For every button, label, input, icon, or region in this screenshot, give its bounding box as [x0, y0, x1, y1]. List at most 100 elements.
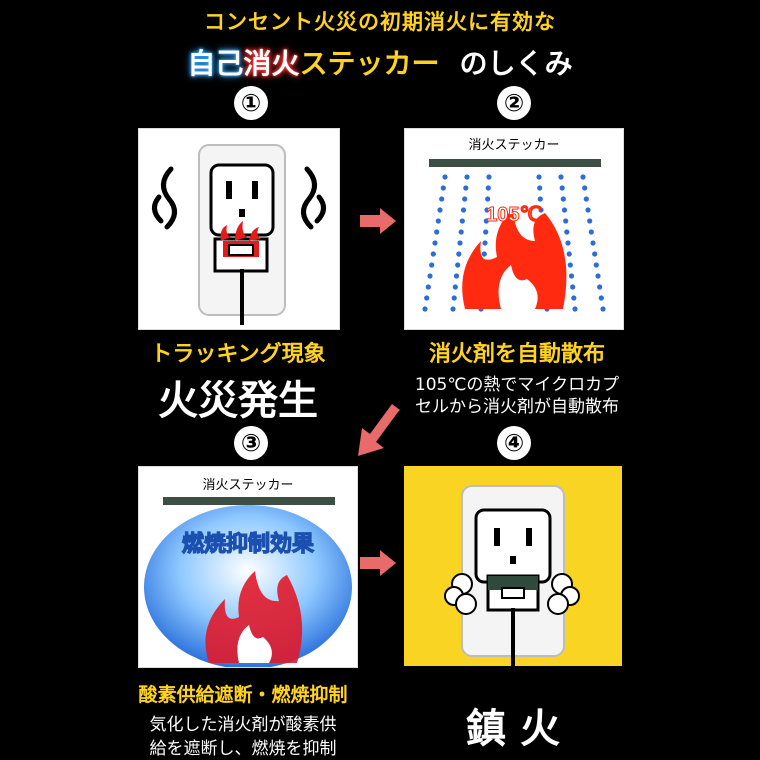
title-self: 自己 — [187, 47, 244, 80]
temperature-label: 105℃ — [486, 204, 542, 226]
dispersion-dot — [570, 284, 576, 290]
dispersion-dot — [455, 262, 461, 268]
step2-caption-line1: 105℃の熱でマイクロカプ — [414, 375, 620, 395]
step3-panel: 消火ステッカー 燃焼抑制効果 — [138, 466, 358, 669]
dispersion-dot — [587, 218, 593, 224]
step-number-3: ③ — [234, 426, 268, 460]
dispersion-dot — [580, 174, 586, 180]
effect-label: 燃焼抑制効果 — [182, 531, 314, 556]
step3-caption-yellow: 酸素供給遮断・燃焼抑制 — [138, 684, 348, 706]
dispersion-dot — [463, 185, 469, 191]
dispersion-dot — [597, 284, 603, 290]
dispersion-dot — [481, 251, 487, 257]
dispersion-dot — [485, 185, 491, 191]
dispersion-dot — [486, 174, 492, 180]
dispersion-dot — [572, 306, 578, 312]
smoke-icon — [444, 573, 580, 615]
dispersion-dot — [595, 273, 601, 279]
step-number-1: ① — [234, 86, 268, 120]
dispersion-dot — [439, 196, 445, 202]
dispersion-dot — [456, 251, 462, 257]
dispersion-dot — [560, 196, 566, 202]
header-title-line2: 自己消火ステッカーのしくみ — [0, 42, 760, 82]
dispersion-dot — [598, 295, 604, 301]
dispersion-dot — [537, 185, 543, 191]
step-number-2: ② — [497, 86, 531, 120]
sticker-dispersion-illustration: 消火ステッカー 105℃ — [422, 137, 606, 312]
dispersion-dot — [452, 284, 458, 290]
step1-caption-yellow: トラッキング現象 — [150, 342, 326, 367]
step1-caption-big: 火災発生 — [158, 378, 318, 424]
right-arrow-icon — [360, 550, 396, 576]
dispersion-dot — [590, 240, 596, 246]
step2-caption-yellow: 消火剤を自動散布 — [428, 342, 605, 367]
dispersion-dot — [563, 218, 569, 224]
step2-panel: 消火ステッカー 105℃ — [404, 128, 624, 330]
header-title-line1: コンセント火災の初期消火に有効な — [204, 10, 556, 34]
sticker-label: 消火ステッカー — [202, 477, 293, 492]
dispersion-dot — [434, 229, 440, 235]
dispersion-dot — [460, 207, 467, 213]
title-sticker: ステッカー — [299, 47, 440, 80]
dispersion-dot — [459, 218, 465, 224]
step3-caption-line2: 給を遮断し、燃焼を抑制 — [149, 739, 337, 759]
sticker-bar — [429, 159, 601, 167]
dispersion-dot — [425, 284, 431, 290]
dispersion-dots — [422, 174, 606, 312]
dispersion-dot — [593, 262, 599, 268]
dispersion-dot — [592, 251, 598, 257]
dispersion-dot — [536, 174, 542, 180]
title-extinguish: 消火 — [243, 47, 300, 80]
dispersion-dot — [566, 251, 572, 257]
dispersion-dot — [451, 295, 457, 301]
step4-panel — [404, 466, 622, 666]
dispersion-dot — [571, 295, 577, 301]
extinguished-outlet-illustration — [444, 485, 580, 666]
dispersion-dot — [464, 174, 470, 180]
dispersion-dot — [482, 240, 488, 246]
dispersion-dot — [558, 174, 564, 180]
step1-panel — [138, 128, 340, 330]
dispersion-dot — [567, 262, 573, 268]
dispersion-dot — [483, 229, 489, 235]
flame-icon — [205, 571, 303, 663]
dispersion-dot — [565, 240, 571, 246]
dispersion-dot — [437, 207, 443, 213]
dispersion-dot — [588, 229, 594, 235]
suppression-illustration: 消火ステッカー 燃焼抑制効果 — [144, 477, 352, 669]
dispersion-dot — [564, 229, 570, 235]
dispersion-dot — [424, 295, 430, 301]
dispersion-dot — [432, 240, 438, 246]
dispersion-dot — [484, 207, 490, 213]
dispersion-dot — [430, 251, 436, 257]
dispersion-dot — [485, 196, 491, 202]
down-left-arrow-icon — [358, 404, 400, 456]
dispersion-dot — [582, 185, 588, 191]
dispersion-dot — [435, 218, 441, 224]
dispersion-dot — [458, 229, 464, 235]
dispersion-dot — [453, 273, 460, 279]
flame-icon — [220, 221, 261, 241]
dispersion-dot — [561, 207, 568, 213]
step-number-4: ④ — [497, 426, 531, 460]
dispersion-dot — [537, 196, 543, 202]
dispersion-dot — [538, 207, 544, 213]
dispersion-dot — [450, 306, 456, 312]
dispersion-dot — [462, 196, 468, 202]
smoke-icon — [152, 166, 326, 230]
dispersion-dot — [483, 218, 489, 224]
dispersion-dot — [429, 262, 435, 268]
flame-icon — [462, 209, 567, 309]
dispersion-dot — [440, 185, 446, 191]
dispersion-dot — [583, 196, 589, 202]
dispersion-dot — [422, 306, 428, 312]
right-arrow-icon — [360, 208, 396, 234]
sticker-label: 消火ステッカー — [468, 137, 559, 152]
dispersion-dot — [600, 306, 606, 312]
step2-caption-line2: セルから消火剤が自動散布 — [415, 397, 619, 417]
sticker-bar — [163, 497, 335, 505]
dispersion-dot — [442, 174, 448, 180]
dispersion-dot — [568, 273, 575, 279]
dispersion-dot — [559, 185, 565, 191]
dispersion-dot — [427, 273, 433, 279]
